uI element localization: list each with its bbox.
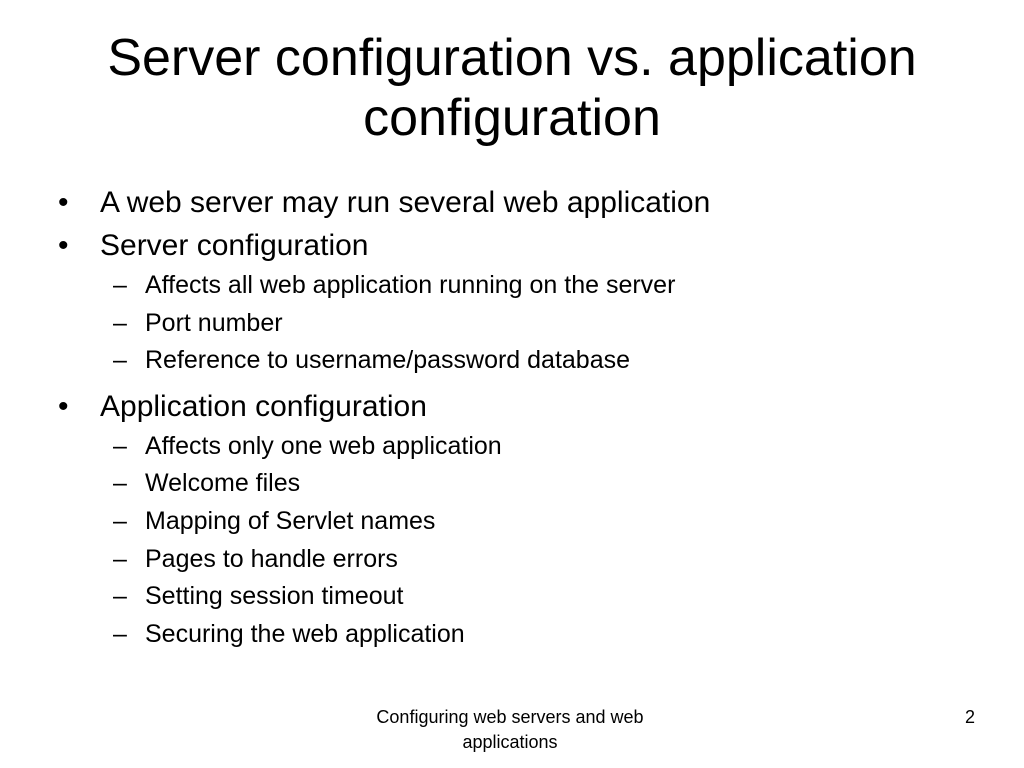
sub-item: – Port number (58, 305, 988, 343)
sub-list: – Affects only one web application – Wel… (58, 428, 988, 654)
sub-item-text: Affects only one web application (145, 431, 502, 460)
bullet-item: • A web server may run several web appli… (58, 181, 988, 224)
sub-item: – Pages to handle errors (58, 541, 988, 579)
bullet-text: Server configuration (100, 229, 369, 262)
dash-glyph: – (113, 431, 127, 460)
sub-item: – Welcome files (58, 465, 988, 503)
bullet-glyph: • (58, 186, 69, 219)
dash-glyph: – (113, 271, 127, 299)
page-number: 2 (964, 707, 975, 727)
sub-item: – Mapping of Servlet names (58, 503, 988, 541)
sub-list-container: – Affects only one web application – Wel… (58, 428, 988, 654)
slide-footer: Configuring web servers and web applicat… (376, 707, 644, 752)
dash-glyph: – (113, 544, 127, 573)
sub-item-text: Securing the web application (145, 619, 465, 648)
sub-item-text: Port number (145, 308, 283, 337)
sub-item-text: Reference to username/password database (145, 346, 631, 375)
dash-glyph: – (113, 308, 127, 337)
dash-glyph: – (113, 619, 127, 648)
sub-item-text: Affects all web application running on t… (145, 271, 676, 299)
dash-glyph: – (113, 346, 127, 375)
bullet-glyph: • (58, 229, 69, 262)
sub-item-text: Mapping of Servlet names (145, 506, 436, 535)
bullet-glyph: • (58, 389, 69, 423)
bullet-item: • Application configuration (58, 385, 988, 428)
bullet-text: Application configuration (100, 389, 427, 423)
dash-glyph: – (113, 582, 127, 611)
sub-item-text: Setting session timeout (145, 582, 404, 611)
bullet-text: A web server may run several web applica… (100, 186, 711, 219)
sub-item: – Affects all web application running on… (58, 267, 988, 305)
sub-item-text: Pages to handle errors (145, 544, 398, 573)
bullet-item: • Server configuration (58, 224, 988, 267)
sub-item: – Affects only one web application (58, 428, 988, 466)
slide-title: Server configuration vs. application con… (107, 29, 917, 147)
sub-list-container: – Affects all web application running on… (58, 267, 988, 380)
dash-glyph: – (113, 469, 127, 498)
bullet-list: • A web server may run several web appli… (58, 181, 988, 658)
dash-glyph: – (113, 506, 127, 535)
sub-list: – Affects all web application running on… (58, 267, 988, 380)
sub-item: – Setting session timeout (58, 578, 988, 616)
sub-item: – Securing the web application (58, 616, 988, 654)
sub-item-text: Welcome files (145, 469, 301, 498)
sub-item: – Reference to username/password databas… (58, 342, 988, 380)
